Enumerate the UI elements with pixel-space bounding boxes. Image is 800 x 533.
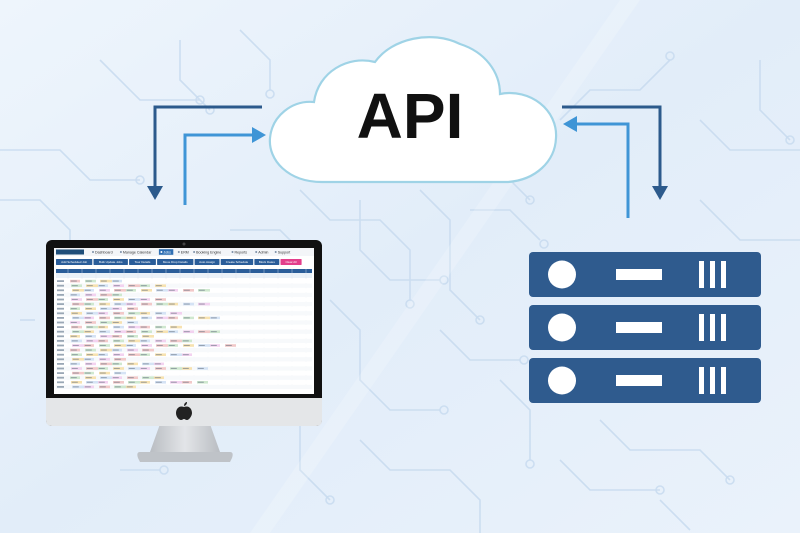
svg-text:Dashboard: Dashboard <box>95 251 113 255</box>
table-row[interactable] <box>56 357 312 362</box>
server-rack-icon <box>529 252 761 297</box>
server-vent <box>710 367 715 394</box>
toolbar-button-bulk-update-jobs[interactable]: Bulk Update Jobs <box>93 259 128 265</box>
app-tab-manage-calendar[interactable]: Manage Calendar <box>119 251 152 255</box>
svg-text:Add Scheduled Job: Add Scheduled Job <box>61 260 87 264</box>
server-vent <box>710 314 715 341</box>
server-drive-slot <box>616 322 662 333</box>
app-tab-erm[interactable]: ERM <box>177 251 189 255</box>
arrow-api-to-computer <box>147 105 262 200</box>
table-row[interactable] <box>56 371 312 376</box>
arrow-computer-to-api <box>183 127 266 205</box>
server-vent <box>710 261 715 288</box>
app-nav-bar <box>54 248 314 256</box>
svg-text:Tour Details: Tour Details <box>135 260 151 264</box>
table-row[interactable] <box>56 329 312 334</box>
server-power-icon <box>548 260 576 289</box>
svg-text:Jobs: Jobs <box>163 251 171 255</box>
table-row[interactable] <box>56 297 312 302</box>
server-vent <box>699 314 704 341</box>
toolbar-button-create-schedule[interactable]: Create Schedule <box>220 259 254 265</box>
server-power-icon <box>548 313 576 342</box>
server-drive-slot <box>616 375 662 386</box>
circuit-pattern <box>0 29 800 533</box>
toolbar-button-block-dates[interactable]: Block Dates <box>254 259 280 265</box>
table-row[interactable] <box>56 311 312 316</box>
table-row[interactable] <box>56 315 312 320</box>
arrow-server-to-api <box>563 116 630 218</box>
table-row[interactable] <box>56 384 312 389</box>
table-row[interactable] <box>56 325 312 330</box>
table-row[interactable] <box>56 338 312 343</box>
table-row[interactable] <box>56 352 312 357</box>
table-row[interactable] <box>56 288 312 293</box>
table-row[interactable] <box>56 375 312 380</box>
table-row[interactable] <box>56 283 312 288</box>
apple-logo-icon <box>176 402 192 420</box>
server-vent <box>721 367 726 394</box>
app-tab-dashboard[interactable]: Dashboard <box>92 251 113 255</box>
app-tab-admin[interactable]: Admin <box>255 251 268 255</box>
calendar-day-row <box>56 273 312 278</box>
app-tab-reports[interactable]: Reports <box>231 251 248 255</box>
server-power-icon <box>548 366 576 395</box>
camera-dot <box>182 242 186 246</box>
table-row[interactable] <box>56 302 312 307</box>
app-screen: Dashboard Manage Calendar Jobs ERM Booking E… <box>54 248 314 389</box>
svg-text:Support: Support <box>278 251 291 255</box>
toolbar-button-auto-assign[interactable]: Auto Assign <box>194 259 220 265</box>
server-rack-icon <box>529 358 761 403</box>
app-tab-jobs[interactable]: Jobs <box>158 249 174 255</box>
server-vent <box>721 261 726 288</box>
cloud-label: API <box>357 80 464 152</box>
toolbar-button-tour-details[interactable]: Tour Details <box>129 259 156 265</box>
table-row[interactable] <box>56 306 312 311</box>
svg-text:Booking Engine: Booking Engine <box>196 251 221 255</box>
calendar-header <box>56 269 312 273</box>
monitor-stand <box>150 424 220 452</box>
server-vent <box>699 261 704 288</box>
server-vent <box>699 367 704 394</box>
app-tab-support[interactable]: Support <box>274 251 291 255</box>
svg-text:Manage Calendar: Manage Calendar <box>123 251 152 255</box>
table-row[interactable] <box>56 334 312 339</box>
svg-text:Admin: Admin <box>258 251 268 255</box>
table-row[interactable] <box>56 320 312 325</box>
svg-text:Block Dates: Block Dates <box>259 260 276 264</box>
toolbar-button-move-drop-details[interactable]: Move Drop Details <box>157 259 194 265</box>
toolbar-button-clear-all[interactable]: Clear All <box>280 259 302 265</box>
table-row[interactable] <box>56 361 312 366</box>
svg-text:Clear All: Clear All <box>285 260 297 264</box>
server-rack-icon <box>529 305 761 350</box>
svg-text:Move Drop Details: Move Drop Details <box>163 260 188 264</box>
table-row[interactable] <box>56 292 312 297</box>
server-vent <box>721 314 726 341</box>
server-drive-slot <box>616 269 662 280</box>
monitor-base <box>137 452 233 462</box>
table-row[interactable] <box>56 348 312 353</box>
arrow-api-to-server <box>562 105 668 200</box>
table-row[interactable] <box>56 279 312 284</box>
svg-text:Bulk Update Jobs: Bulk Update Jobs <box>99 260 123 264</box>
server-stack <box>529 252 761 403</box>
table-row[interactable] <box>56 366 312 371</box>
toolbar-button-add-scheduled-job[interactable]: Add Scheduled Job <box>56 259 93 265</box>
table-row[interactable] <box>56 343 312 348</box>
svg-text:Reports: Reports <box>235 251 248 255</box>
cloud-icon <box>268 36 558 184</box>
table-row[interactable] <box>56 380 312 385</box>
app-tab-booking-engine[interactable]: Booking Engine <box>193 251 221 255</box>
svg-text:Create Schedule: Create Schedule <box>226 260 249 264</box>
app-logo <box>56 249 84 255</box>
svg-text:Auto Assign: Auto Assign <box>199 260 215 264</box>
svg-text:ERM: ERM <box>181 251 189 255</box>
